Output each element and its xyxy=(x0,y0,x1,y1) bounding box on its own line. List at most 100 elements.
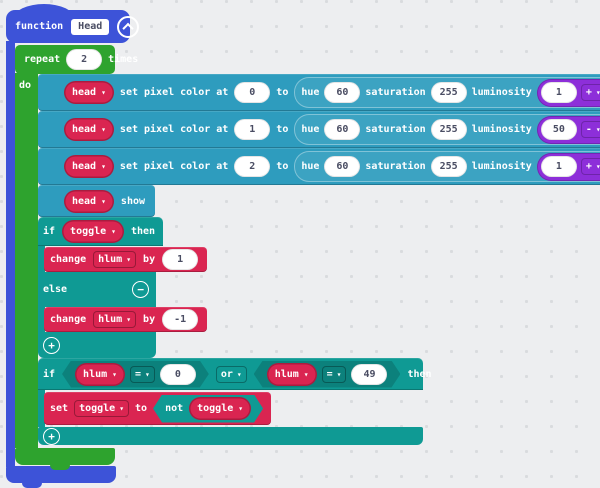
dropdown-caret-icon xyxy=(119,403,124,414)
math-expression-block[interactable]: 50 - hlum xyxy=(536,115,600,144)
change-hlum-block[interactable]: change hlum by 1 xyxy=(44,247,208,272)
if-toggle-bottom-bar[interactable] xyxy=(38,332,156,358)
saturation-field[interactable]: 255 xyxy=(430,82,467,103)
else-row[interactable]: else xyxy=(38,272,156,307)
math-expression-block[interactable]: 1 + hlum xyxy=(536,78,600,107)
dropdown-caret-icon xyxy=(126,254,131,265)
change-variable-dropdown[interactable]: hlum xyxy=(93,311,136,328)
change-value-field[interactable]: 1 xyxy=(162,249,199,270)
function-name-field[interactable]: Head xyxy=(71,18,110,35)
set-pixel-label: set pixel color at xyxy=(119,161,229,172)
plus-icon[interactable] xyxy=(43,336,60,354)
by-label: by xyxy=(143,254,156,265)
do-label: do xyxy=(19,80,32,91)
plus-icon[interactable] xyxy=(43,427,60,445)
hue-field[interactable]: 60 xyxy=(324,156,361,177)
pixel-index-field[interactable]: 2 xyxy=(234,156,271,177)
hsl-color-block[interactable]: hue 60 saturation 255 luminosity 1 + hlu… xyxy=(294,77,600,108)
if-compare-bottom-bar[interactable] xyxy=(38,427,423,445)
change-value-field[interactable]: -1 xyxy=(162,309,199,330)
comparison-block-right[interactable]: hlum = 49 xyxy=(254,361,401,388)
math-left-field[interactable]: 1 xyxy=(540,82,577,103)
set-pixel-color-block-0[interactable]: head set pixel color at 0 to hue 60 satu… xyxy=(38,74,600,111)
comparison-value-field[interactable]: 49 xyxy=(351,364,387,385)
collapse-icon[interactable] xyxy=(117,15,140,38)
dropdown-caret-icon xyxy=(596,161,600,172)
strip-variable-dropdown[interactable]: head xyxy=(64,118,114,141)
variable-hlum[interactable]: hlum xyxy=(75,363,125,386)
if-compare-left-bar[interactable] xyxy=(38,390,45,427)
saturation-field[interactable]: 255 xyxy=(430,156,467,177)
function-block-left-bar[interactable] xyxy=(6,41,15,467)
comparison-block-left[interactable]: hlum = 0 xyxy=(62,361,209,388)
saturation-label: saturation xyxy=(365,124,426,135)
variable-hlum[interactable]: hlum xyxy=(267,363,317,386)
luminosity-label: luminosity xyxy=(471,87,532,98)
hue-field[interactable]: 60 xyxy=(324,119,361,140)
math-left-field[interactable]: 1 xyxy=(540,156,577,177)
if-compare-block-header[interactable]: if hlum = 0 or hlum = 49 then xyxy=(38,358,432,390)
hue-field[interactable]: 60 xyxy=(324,82,361,103)
function-keyword: function xyxy=(15,21,64,32)
dropdown-caret-icon xyxy=(101,87,106,98)
change-hlum-negative-block[interactable]: change hlum by -1 xyxy=(44,307,208,332)
pixel-index-field[interactable]: 0 xyxy=(234,82,271,103)
set-pixel-color-block-1[interactable]: head set pixel color at 1 to hue 60 satu… xyxy=(38,111,600,148)
minus-icon[interactable] xyxy=(132,281,149,298)
math-operator-dropdown[interactable]: + xyxy=(581,158,600,175)
by-label: by xyxy=(143,314,156,325)
math-operator-dropdown[interactable]: - xyxy=(581,121,600,138)
strip-show-block[interactable]: head show xyxy=(38,185,156,217)
dropdown-caret-icon xyxy=(238,403,243,414)
comparison-operator-dropdown[interactable]: = xyxy=(322,366,347,383)
dropdown-caret-icon xyxy=(112,369,117,380)
variable-toggle[interactable]: toggle xyxy=(189,397,251,420)
math-left-field[interactable]: 50 xyxy=(540,119,577,140)
strip-variable-dropdown[interactable]: head xyxy=(64,155,114,178)
pixel-index-field[interactable]: 1 xyxy=(234,119,271,140)
strip-variable-dropdown[interactable]: head xyxy=(64,189,114,213)
hsl-color-block[interactable]: hue 60 saturation 255 luminosity 1 + hlu… xyxy=(294,151,600,182)
then-label: then xyxy=(131,226,156,237)
comparison-value-field[interactable]: 0 xyxy=(160,364,196,385)
set-variable-dropdown[interactable]: toggle xyxy=(74,400,129,417)
comparison-operator-dropdown[interactable]: = xyxy=(130,366,155,383)
else-label: else xyxy=(43,284,68,295)
to-label: to xyxy=(276,124,289,135)
dropdown-caret-icon xyxy=(304,369,309,380)
luminosity-label: luminosity xyxy=(471,124,532,135)
strip-variable-dropdown[interactable]: head xyxy=(64,81,114,104)
set-toggle-block[interactable]: set toggle to not toggle xyxy=(44,392,272,425)
dropdown-caret-icon xyxy=(111,226,116,237)
repeat-block-bottom-bar[interactable] xyxy=(15,448,115,470)
then-label: then xyxy=(407,368,432,380)
repeat-block-left-bar[interactable]: do xyxy=(15,73,38,448)
boolean-operator-dropdown[interactable]: or xyxy=(216,366,247,383)
hue-label: hue xyxy=(301,161,320,172)
luminosity-label: luminosity xyxy=(471,161,532,172)
repeat-count-field[interactable]: 2 xyxy=(66,49,103,70)
dropdown-caret-icon xyxy=(126,314,131,325)
set-pixel-color-block-2[interactable]: head set pixel color at 2 to hue 60 satu… xyxy=(38,148,600,185)
condition-variable-toggle[interactable]: toggle xyxy=(62,220,124,243)
dropdown-caret-icon xyxy=(596,124,600,135)
not-block[interactable]: not toggle xyxy=(153,395,263,423)
repeat-block-header[interactable]: repeat 2 times xyxy=(15,45,138,74)
function-block-header[interactable]: function Head xyxy=(6,10,140,43)
math-expression-block[interactable]: 1 + hlum xyxy=(536,152,600,181)
change-variable-dropdown[interactable]: hlum xyxy=(93,251,136,268)
hue-label: hue xyxy=(301,87,320,98)
saturation-field[interactable]: 255 xyxy=(430,119,467,140)
not-label: not xyxy=(165,403,184,414)
change-keyword: change xyxy=(50,314,87,325)
to-label: to xyxy=(276,161,289,172)
chevron-up-icon xyxy=(122,22,134,34)
function-block-bottom-bar[interactable] xyxy=(6,466,116,488)
hsl-color-block[interactable]: hue 60 saturation 255 luminosity 50 - hl… xyxy=(294,114,600,145)
set-pixel-label: set pixel color at xyxy=(119,87,229,98)
dropdown-caret-icon xyxy=(337,369,342,380)
math-operator-dropdown[interactable]: + xyxy=(581,84,600,101)
if-toggle-block-header[interactable]: if toggle then xyxy=(38,217,164,246)
dropdown-caret-icon xyxy=(596,87,600,98)
